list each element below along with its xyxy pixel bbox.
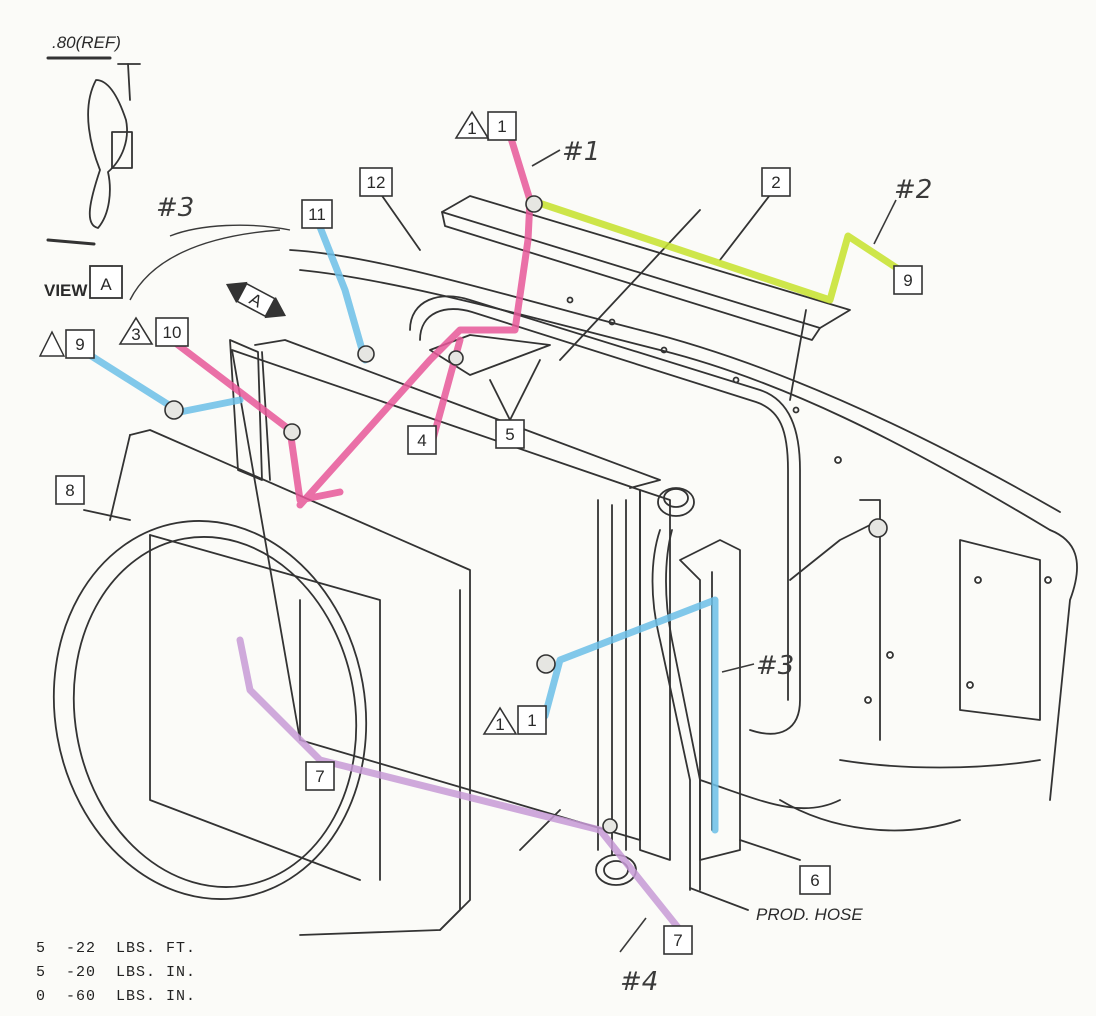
torque-spec-2: 5 -20 LBS. IN. bbox=[36, 964, 197, 981]
bolt-icon bbox=[164, 400, 184, 420]
blue-route-3 bbox=[541, 596, 719, 834]
callout-7b: 7 bbox=[663, 925, 693, 955]
fender-panel bbox=[959, 539, 1041, 721]
bolt-icon bbox=[525, 195, 543, 213]
view-a-label: VIEW A bbox=[44, 265, 123, 300]
svg-text:5: 5 bbox=[505, 425, 514, 444]
support-rail-top bbox=[289, 249, 1061, 513]
callout-6: 6 bbox=[799, 865, 831, 895]
fan-shroud bbox=[129, 429, 471, 936]
warning-triangle-1: 1 bbox=[454, 110, 490, 139]
svg-text:9: 9 bbox=[903, 271, 912, 290]
svg-text:VIEW: VIEW bbox=[44, 281, 88, 300]
note-4: #4 bbox=[620, 967, 658, 997]
callout-12: 12 bbox=[359, 167, 393, 197]
upper-baffle bbox=[441, 195, 851, 329]
callout-9b: 9 bbox=[893, 265, 923, 295]
svg-text:1: 1 bbox=[527, 711, 536, 730]
fasteners bbox=[164, 195, 888, 834]
nut-icon bbox=[448, 350, 464, 366]
note-3b: #3 bbox=[756, 651, 794, 681]
fan-blade bbox=[87, 79, 128, 229]
warning-triangle-1b: 1 bbox=[482, 706, 518, 735]
radiator-cap bbox=[657, 487, 695, 517]
callout-8: 8 bbox=[55, 475, 85, 505]
callout-2: 2 bbox=[761, 167, 791, 197]
grommet-icon bbox=[868, 518, 888, 538]
support-loop bbox=[409, 295, 801, 735]
ref-label: .80(REF) bbox=[52, 33, 121, 52]
callout-7a: 7 bbox=[305, 761, 335, 791]
torque-spec-3: 0 -60 LBS. IN. bbox=[36, 988, 197, 1005]
overflow-hose bbox=[651, 529, 691, 891]
warning-triangle-3: 3 bbox=[118, 316, 154, 345]
svg-text:1: 1 bbox=[495, 715, 504, 734]
callout-4: 4 bbox=[407, 425, 437, 455]
fan-hub bbox=[111, 131, 133, 169]
svg-text:3: 3 bbox=[131, 325, 140, 344]
svg-text:1: 1 bbox=[497, 117, 506, 136]
purple-route-7 bbox=[236, 636, 684, 934]
callout-5: 5 bbox=[495, 419, 525, 449]
pink-route-10 bbox=[161, 331, 344, 504]
svg-text:2: 2 bbox=[771, 173, 780, 192]
svg-text:6: 6 bbox=[810, 871, 819, 890]
handwritten-notes: #1 #2 #3 #3 #4 .80(REF) PROD. HOSE bbox=[52, 33, 932, 997]
callouts: 1 2 9 12 11 10 9 4 5 8 1 7 6 7 VIEW A A … bbox=[38, 110, 923, 955]
yellow-route-2 bbox=[526, 196, 916, 304]
svg-text:8: 8 bbox=[65, 481, 74, 500]
blue-route-9 bbox=[81, 348, 244, 416]
callout-11: 11 bbox=[301, 199, 333, 229]
svg-text:7: 7 bbox=[673, 931, 682, 950]
svg-text:10: 10 bbox=[163, 323, 182, 342]
svg-text:11: 11 bbox=[308, 205, 326, 224]
bolt-icon bbox=[536, 654, 556, 674]
callout-1b: 1 bbox=[517, 705, 547, 735]
shroud-ring bbox=[52, 520, 368, 900]
prod-hose-label: PROD. HOSE bbox=[756, 905, 863, 924]
blue-route-11 bbox=[314, 218, 369, 364]
view-a-arrow: A bbox=[225, 281, 287, 319]
svg-text:4: 4 bbox=[417, 431, 426, 450]
clamp-icon bbox=[602, 818, 618, 834]
svg-text:7: 7 bbox=[315, 767, 324, 786]
note-1: #1 bbox=[562, 137, 600, 167]
svg-text:9: 9 bbox=[75, 335, 84, 354]
callout-10: 10 bbox=[155, 317, 189, 347]
nut-icon bbox=[357, 345, 375, 363]
callout-1: 1 bbox=[487, 111, 517, 141]
svg-text:A: A bbox=[100, 275, 112, 294]
side-mount-plate bbox=[679, 539, 741, 861]
torque-spec-1: 5 -22 LBS. FT. bbox=[36, 940, 197, 957]
note-2: #2 bbox=[894, 175, 932, 205]
callout-9: 9 bbox=[65, 329, 95, 359]
warning-triangle-9 bbox=[38, 330, 66, 357]
svg-text:12: 12 bbox=[367, 173, 386, 192]
svg-text:1: 1 bbox=[467, 119, 476, 138]
bolt-icon bbox=[283, 423, 301, 441]
note-3a: #3 bbox=[156, 193, 194, 223]
